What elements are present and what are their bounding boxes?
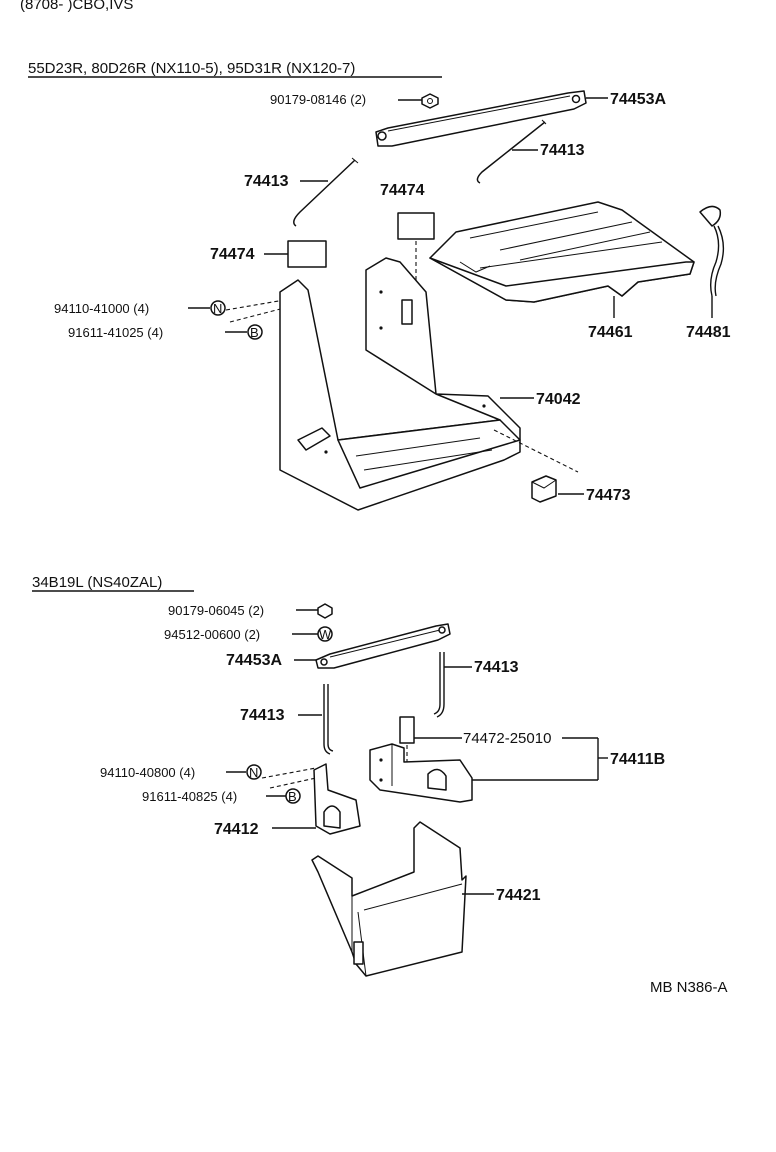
label-74453a-1: 74453A [610,91,666,108]
circle-b-letter-2: B [288,789,297,804]
dash-74473 [493,429,579,473]
hose-74481-part [699,205,725,297]
rod-74413-left-part [293,157,359,227]
clamp-74453a-2-part [315,623,451,669]
label-74042: 74042 [536,391,581,408]
label-74472-25010: 74472-25010 [463,730,551,747]
circle-n-2-icon [246,764,262,780]
label-74473: 74473 [586,487,631,504]
header-cut-text: (8708- )CBO,IVS [20,0,133,13]
label-74474-b: 74474 [210,246,255,263]
circle-b-letter-1: B [250,325,259,340]
dash-b-2 [269,777,317,789]
label-74413-b: 74413 [244,173,289,190]
section-1-title: 55D23R, 80D26R (NX110-5), 95D31R (NX120-… [28,60,355,77]
label-74453a-2: 74453A [226,652,282,669]
section-2-title: 34B19L (NS40ZAL) [32,574,162,591]
circle-w-icon [317,626,333,642]
label-91611-40825: 91611-40825 (4) [142,789,237,804]
pad-74474-top-part [397,212,435,240]
label-74413-a: 74413 [540,142,585,159]
rod-74413-left-2-part [323,684,334,755]
label-90179-06045: 90179-06045 (2) [168,603,264,618]
section-1: 55D23R, 80D26R (NX110-5), 95D31R (NX120-… [28,60,731,511]
carrier-74042-part [279,257,521,511]
circle-n-icon [210,300,226,316]
pad-74474-left-part [287,240,327,268]
tray-74461-part [429,201,695,303]
label-74481: 74481 [686,324,731,341]
box-74421-part [311,821,467,977]
label-94512-00600: 94512-00600 (2) [164,627,260,642]
circle-n-letter-2: N [249,765,258,780]
label-74413-c: 74413 [474,659,519,676]
label-74474-a: 74474 [380,182,425,199]
circle-w-letter: W [319,627,332,642]
dash-n-2 [261,767,317,779]
label-74461: 74461 [588,324,633,341]
label-74412: 74412 [214,821,259,838]
circle-n-letter-1: N [213,301,222,316]
rod-74413-right-part [476,119,547,184]
circle-b-icon [247,324,263,340]
label-74413-d: 74413 [240,707,285,724]
nut-90179-06045-part [317,603,333,619]
label-94110-41000: 94110-41000 (4) [54,301,149,316]
nut-90179-08146-part [421,93,439,109]
rod-74413-right-2-part [433,652,445,718]
label-74411b: 74411B [610,751,665,768]
section-2: 34B19L (NS40ZAL) 90179-06045 (2) 94512-0… [32,574,665,977]
label-91611-41025: 91611-41025 (4) [68,325,163,340]
pad-74472-part [399,716,415,744]
label-94110-40800: 94110-40800 (4) [100,765,195,780]
stopper-74473-part [531,475,557,503]
circle-b-2-icon [285,788,301,804]
clamp-74453a-part [375,90,587,147]
label-74421: 74421 [496,887,541,904]
bracket-74411b-part [369,743,473,803]
label-90179-08146: 90179-08146 (2) [270,92,366,107]
diagram-code: MB N386-A [650,979,728,996]
bracket-74412-part [313,763,361,835]
